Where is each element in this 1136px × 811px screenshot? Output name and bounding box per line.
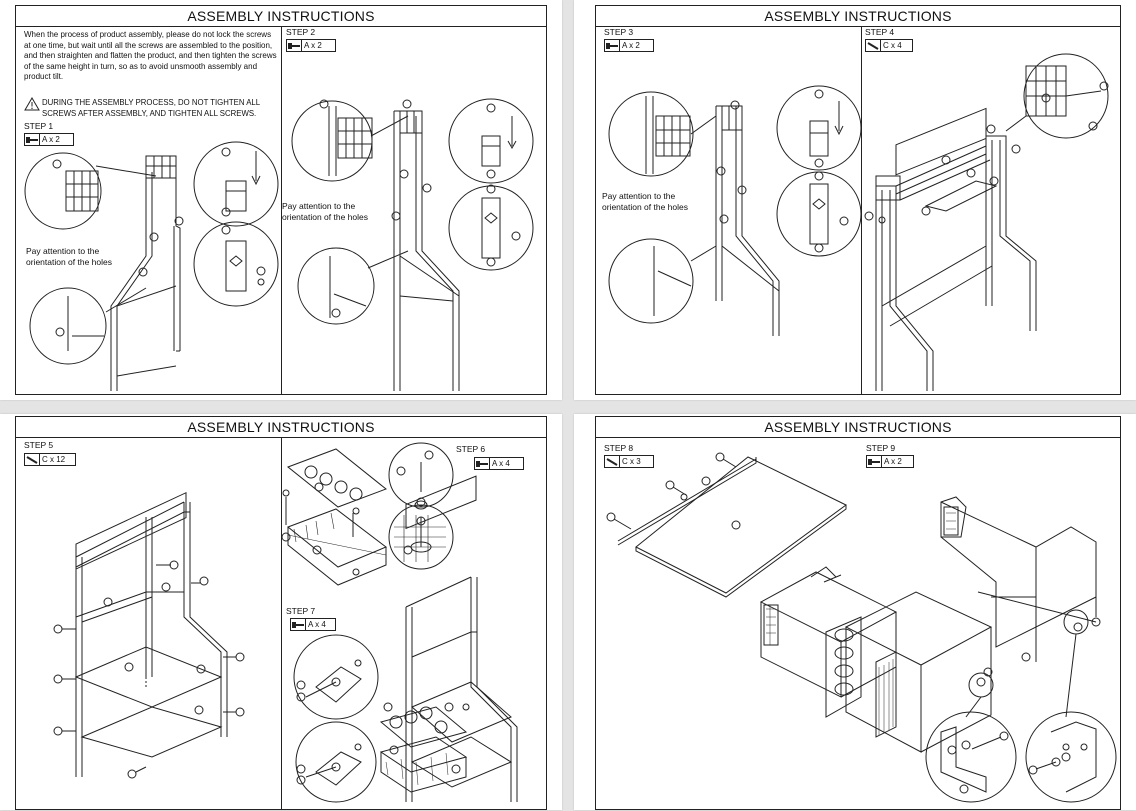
step-8-label: STEP 8 bbox=[604, 443, 634, 453]
bolt-icon bbox=[605, 40, 620, 51]
column-divider bbox=[861, 26, 862, 394]
step-6-parts: A x 4 bbox=[474, 457, 524, 470]
step-2-parts: A x 2 bbox=[286, 39, 336, 52]
instruction-page-3: ASSEMBLY INSTRUCTIONS STEP 5 C x 12 STEP… bbox=[0, 414, 562, 810]
step-6-quantity: A x 4 bbox=[492, 459, 510, 468]
bolt-icon bbox=[291, 619, 306, 630]
step-7-quantity: A x 4 bbox=[308, 620, 326, 629]
step-8-diagram bbox=[596, 417, 1122, 811]
step-1-label: STEP 1 bbox=[24, 121, 54, 131]
bolt-icon bbox=[475, 458, 490, 469]
instruction-page-2: ASSEMBLY INSTRUCTIONS STEP 3 A x 2 STEP … bbox=[574, 0, 1136, 400]
step-9-diagram bbox=[596, 417, 1122, 811]
step-7-diagram bbox=[16, 417, 548, 811]
step-5-parts: C x 12 bbox=[24, 453, 76, 466]
page-frame: ASSEMBLY INSTRUCTIONS STEP 3 A x 2 STEP … bbox=[595, 5, 1121, 395]
step-3-quantity: A x 2 bbox=[622, 41, 640, 50]
step-6-label: STEP 6 bbox=[456, 444, 486, 454]
step-3-parts: A x 2 bbox=[604, 39, 654, 52]
step-9-label: STEP 9 bbox=[866, 443, 896, 453]
step-3-label: STEP 3 bbox=[604, 27, 634, 37]
instruction-page-4: ASSEMBLY INSTRUCTIONS STEP 8 C x 3 STEP … bbox=[574, 414, 1136, 810]
step-1-quantity: A x 2 bbox=[42, 135, 60, 144]
page-title: ASSEMBLY INSTRUCTIONS bbox=[596, 417, 1120, 438]
instruction-page-1: ASSEMBLY INSTRUCTIONS When the process o… bbox=[0, 0, 562, 400]
step-9-parts: A x 2 bbox=[866, 455, 914, 468]
page-title: ASSEMBLY INSTRUCTIONS bbox=[596, 6, 1120, 27]
screw-icon bbox=[866, 40, 881, 51]
column-divider bbox=[281, 26, 282, 394]
hole-orientation-note: Pay attention to the orientation of the … bbox=[282, 201, 369, 222]
step-2-quantity: A x 2 bbox=[304, 41, 322, 50]
warning-icon bbox=[24, 97, 40, 111]
hole-orientation-note: Pay attention to the orientation of the … bbox=[602, 191, 689, 212]
step-2-diagram bbox=[16, 6, 548, 396]
warning-text: DURING THE ASSEMBLY PROCESS, DO NOT TIGH… bbox=[42, 98, 260, 118]
step-8-parts: C x 3 bbox=[604, 455, 654, 468]
screw-icon bbox=[25, 454, 40, 465]
bolt-icon bbox=[25, 134, 40, 145]
step-8-quantity: C x 3 bbox=[622, 457, 641, 466]
screw-icon bbox=[605, 456, 620, 467]
step-5-quantity: C x 12 bbox=[42, 455, 66, 464]
step-4-quantity: C x 4 bbox=[883, 41, 902, 50]
page-frame: ASSEMBLY INSTRUCTIONS STEP 5 C x 12 STEP… bbox=[15, 416, 547, 810]
bolt-icon bbox=[287, 40, 302, 51]
step-7-label: STEP 7 bbox=[286, 606, 316, 616]
page-frame: ASSEMBLY INSTRUCTIONS When the process o… bbox=[15, 5, 547, 395]
step-4-diagram bbox=[596, 6, 1122, 396]
intro-text: When the process of product assembly, pl… bbox=[24, 30, 277, 81]
bolt-icon bbox=[867, 456, 882, 467]
step-5-diagram bbox=[16, 417, 548, 811]
page-frame: ASSEMBLY INSTRUCTIONS STEP 8 C x 3 STEP … bbox=[595, 416, 1121, 810]
step-4-parts: C x 4 bbox=[865, 39, 913, 52]
step-1-parts: A x 2 bbox=[24, 133, 74, 146]
step-5-label: STEP 5 bbox=[24, 440, 54, 450]
step-9-quantity: A x 2 bbox=[884, 457, 902, 466]
step-4-label: STEP 4 bbox=[865, 27, 895, 37]
hole-orientation-note: Pay attention to the orientation of the … bbox=[26, 246, 113, 267]
step-6-diagram bbox=[16, 417, 548, 811]
step-7-parts: A x 4 bbox=[290, 618, 336, 631]
step-1-diagram bbox=[16, 6, 548, 396]
step-2-label: STEP 2 bbox=[286, 27, 316, 37]
column-divider bbox=[281, 437, 282, 809]
step-3-diagram bbox=[596, 6, 1122, 396]
